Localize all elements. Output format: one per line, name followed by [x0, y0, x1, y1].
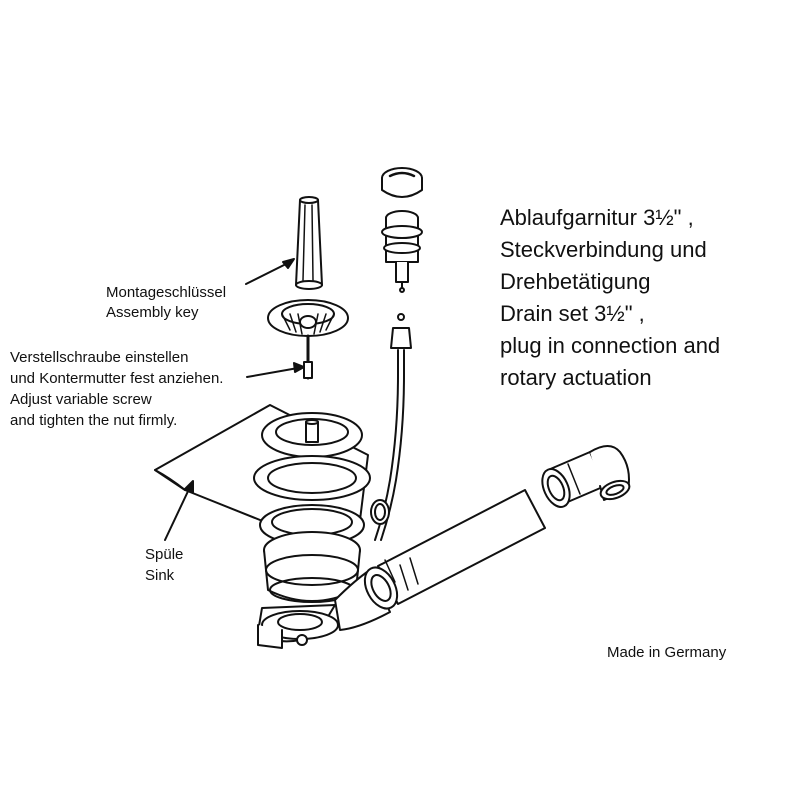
assembly-key-icon: [295, 196, 323, 290]
actuator-body-icon: [381, 210, 423, 293]
title-line: Steckverbindung und: [500, 237, 707, 262]
pipe-coupling-icon: [541, 451, 606, 508]
assembly-key-label-de: Montageschlüssel: [106, 284, 227, 301]
rotary-knob-icon: [381, 167, 423, 198]
title-line: plug in connection and: [500, 333, 721, 358]
overflow-inlet-icon: [370, 499, 390, 525]
end-elbow-icon: [589, 445, 631, 501]
drain-flange-icon: [253, 412, 371, 603]
strainer-basket-icon: [267, 299, 349, 380]
title-line: rotary actuation: [500, 365, 652, 390]
leader-arrows: [164, 258, 305, 541]
screw-instruction-de-1: Verstellschraube einstellen: [10, 349, 189, 366]
made-in-label: Made in Germany: [607, 644, 727, 661]
sink-label-en: Sink: [145, 567, 175, 584]
sink-sheet-fold: [154, 469, 186, 491]
assembly-key-label-en: Assembly key: [106, 304, 199, 321]
title-line: Drehbetätigung: [500, 269, 651, 294]
title-line: Ablaufgarnitur 3½" ,: [500, 205, 694, 230]
drain-pipe-icon: [363, 489, 546, 610]
product-title: Ablaufgarnitur 3½" , Steckverbindung und…: [500, 202, 720, 394]
screw-instruction-en-1: Adjust variable screw: [10, 391, 152, 408]
sink-label-de: Spüle: [145, 546, 184, 563]
title-line: Drain set 3½" ,: [500, 301, 645, 326]
screw-instruction-de-2: und Kontermutter fest anziehen.: [10, 370, 224, 387]
outlet-body-icon: [257, 604, 339, 649]
screw-instruction-en-2: and tighten the nut firmly.: [10, 412, 178, 429]
